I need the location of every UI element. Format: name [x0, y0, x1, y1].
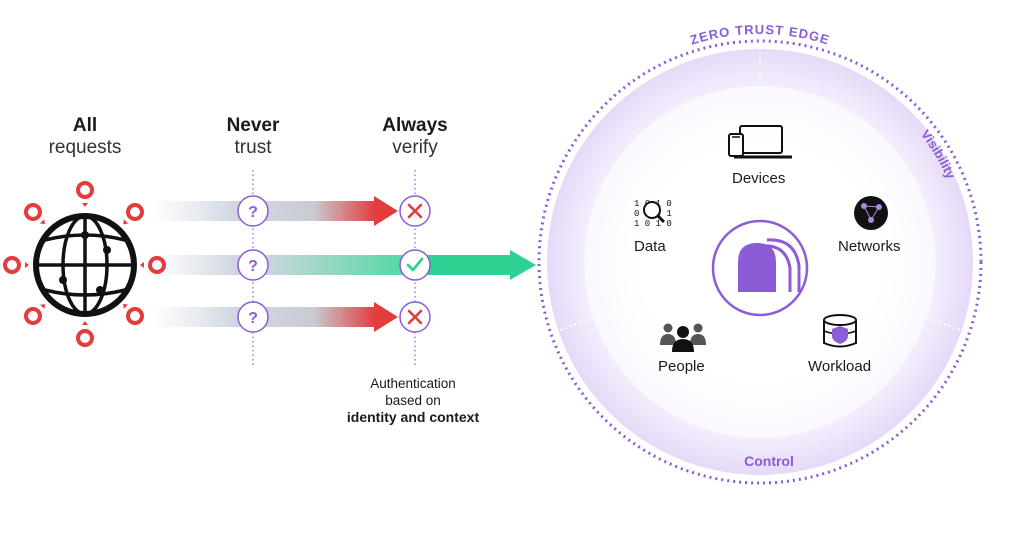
networks-icon	[854, 196, 888, 230]
request-node	[76, 329, 94, 347]
arrow-row-3	[262, 302, 398, 332]
devices-icon	[728, 125, 792, 159]
svg-text:1 0 1 0: 1 0 1 0	[634, 219, 672, 229]
auth-line-3: identity and context	[346, 409, 480, 425]
always-verify-heading: Always verify	[365, 115, 465, 159]
zero-trust-edge-label: ZERO TRUST EDGE	[688, 22, 831, 48]
deny-icon	[399, 301, 431, 333]
arrow-row-2	[262, 250, 536, 280]
data-icon: 1 0 1 0 0 1 0 1 1 0 1 0	[634, 199, 672, 229]
request-pointer	[40, 304, 46, 310]
request-node	[126, 203, 144, 221]
svg-text:?: ?	[248, 310, 258, 327]
request-node	[3, 256, 21, 274]
workload-label: Workload	[808, 358, 872, 375]
request-pointer	[25, 262, 29, 268]
request-pointer	[39, 219, 45, 225]
svg-text:?: ?	[248, 204, 258, 221]
request-pointer	[82, 203, 88, 207]
request-band-2	[150, 255, 250, 275]
request-band-3	[150, 307, 250, 327]
request-node	[76, 181, 94, 199]
data-label: Data	[634, 238, 666, 255]
request-pointer	[140, 262, 144, 268]
request-node	[126, 307, 144, 325]
arrow-row-1	[262, 196, 398, 226]
authentication-note: Authentication based on identity and con…	[318, 375, 508, 426]
zone-dividers	[559, 52, 961, 331]
question-check-2: ?	[237, 249, 269, 281]
control-label: Control	[744, 453, 794, 469]
auth-line-2: based on	[385, 393, 441, 408]
never-trust-sub: trust	[234, 137, 272, 158]
people-label: People	[658, 358, 705, 375]
zero-trust-edge-ring	[537, 39, 983, 485]
devices-label: Devices	[732, 170, 786, 187]
all-requests-sub: requests	[48, 137, 122, 158]
workload-icon	[823, 314, 857, 348]
networks-label: Networks	[838, 238, 901, 255]
request-pointer	[82, 321, 88, 325]
request-node	[24, 203, 42, 221]
people-icon	[660, 323, 706, 352]
request-node	[148, 256, 166, 274]
never-trust-heading: Never trust	[203, 115, 303, 159]
request-node	[24, 307, 42, 325]
request-pointer	[123, 219, 129, 225]
auth-line-1: Authentication	[370, 376, 456, 391]
deny-icon	[399, 195, 431, 227]
question-check-1: ?	[237, 195, 269, 227]
request-pointer	[123, 303, 129, 309]
svg-text:?: ?	[248, 258, 258, 275]
always-verify-bold: Always	[382, 115, 448, 136]
allow-check-icon	[399, 249, 431, 281]
all-requests-heading: All requests	[35, 115, 135, 159]
request-nodes	[3, 181, 166, 347]
all-requests-bold: All	[72, 115, 98, 136]
request-band-1	[150, 201, 250, 221]
never-trust-bold: Never	[226, 115, 280, 136]
zero-trust-logo-icon	[711, 219, 809, 317]
question-check-3: ?	[237, 301, 269, 333]
internet-globe-icon	[33, 213, 137, 317]
always-verify-sub: verify	[392, 137, 438, 158]
